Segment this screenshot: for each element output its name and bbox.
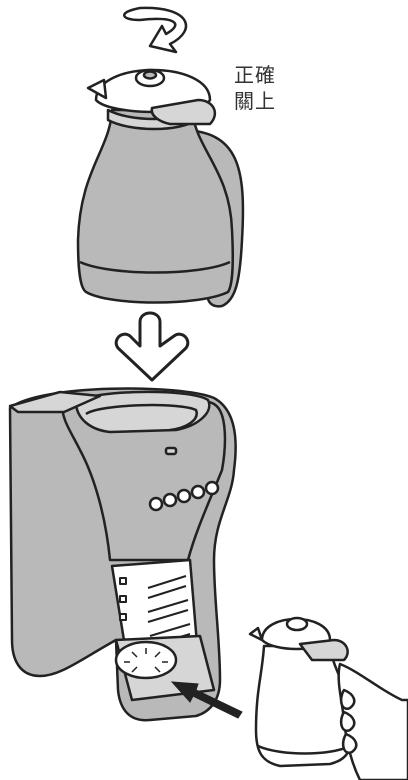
carafe-top: [78, 70, 243, 306]
carafe-small: [250, 618, 408, 780]
caption-line-1: 正確: [234, 62, 276, 88]
instruction-caption: 正確 關上: [234, 62, 276, 114]
coffee-machine: [10, 389, 236, 721]
down-arrow-icon: [116, 313, 188, 380]
caption-line-2: 關上: [234, 88, 276, 114]
rotate-arrow-icon: [124, 8, 186, 52]
